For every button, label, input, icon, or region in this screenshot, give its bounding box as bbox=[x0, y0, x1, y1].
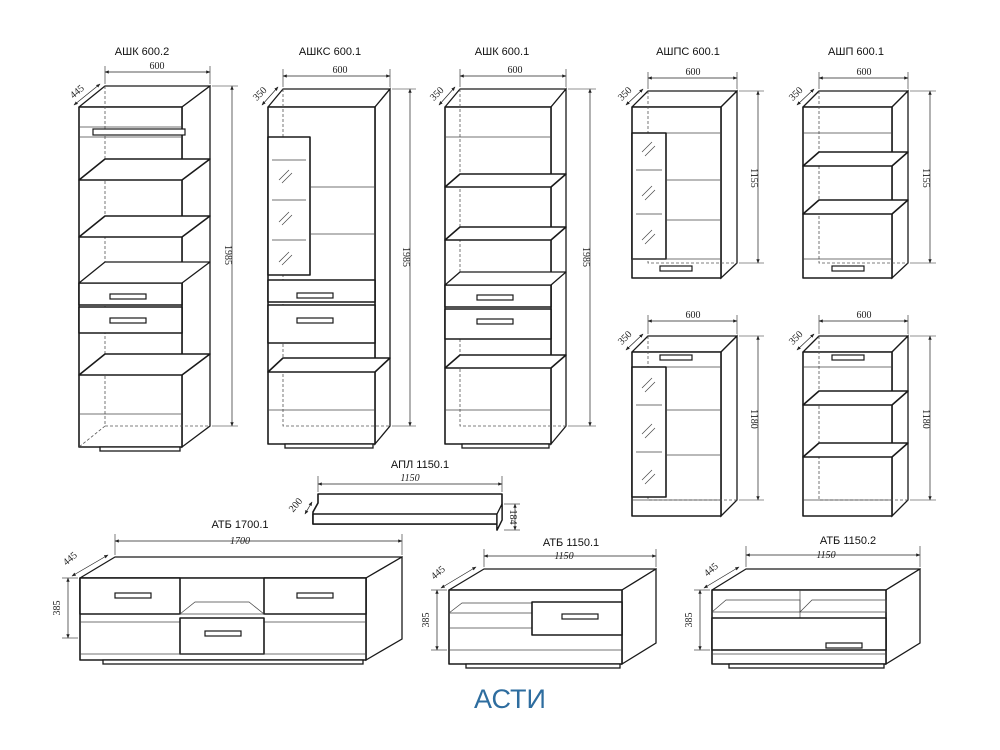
width-dimension: 1150 bbox=[554, 551, 573, 562]
drawer-handle-icon bbox=[296, 592, 334, 599]
module-atb-1700-1: 1700 445 385 АТБ 1700.1 bbox=[52, 519, 403, 665]
drawer-handle-icon bbox=[109, 293, 147, 300]
width-dimension: 600 bbox=[508, 65, 523, 76]
module-ashk-600-1: 600 350 1985 АШК 600.1 bbox=[428, 46, 596, 449]
module-ashp-600-1-low: 600 350 1180 bbox=[787, 310, 936, 518]
drawer-handle-icon bbox=[204, 630, 242, 637]
drawer-handle-icon bbox=[114, 592, 152, 599]
height-dimension: 1155 bbox=[920, 168, 931, 188]
module-ashps-600-1: 600 350 1155 АШПС 600.1 bbox=[616, 46, 764, 280]
width-dimension: 1150 bbox=[816, 550, 835, 561]
module-label: АШПС 600.1 bbox=[656, 46, 720, 58]
height-dimension: 1985 bbox=[400, 247, 411, 267]
depth-dimension: 445 bbox=[429, 564, 448, 582]
width-dimension: 600 bbox=[686, 67, 701, 78]
width-dimension: 1150 bbox=[400, 473, 419, 484]
module-ashps-600-1-low: 600 350 1180 bbox=[616, 310, 764, 518]
height-dimension: 1180 bbox=[920, 409, 931, 429]
depth-dimension: 445 bbox=[702, 561, 721, 579]
width-dimension: 600 bbox=[857, 310, 872, 321]
drawer-handle-icon bbox=[296, 317, 334, 324]
module-label: АТБ 1700.1 bbox=[211, 519, 268, 531]
module-apl-1150-1: 1150 200 184 АПЛ 1150.1 bbox=[287, 459, 520, 531]
collection-title: АСТИ bbox=[474, 684, 546, 714]
module-ashks-600-1: 600 350 1985 АШКС 600.1 bbox=[251, 46, 416, 449]
depth-dimension: 350 bbox=[428, 85, 446, 103]
module-ashp-600-1: 600 350 1155 АШП 600.1 bbox=[787, 46, 936, 280]
module-label: АШП 600.1 bbox=[828, 46, 884, 58]
module-atb-1150-1: 1150 445 385 АТБ 1150.1 bbox=[421, 537, 657, 669]
drawer-handle-icon bbox=[831, 265, 865, 272]
depth-dimension: 350 bbox=[251, 85, 269, 103]
drawer-handle-icon bbox=[296, 292, 334, 299]
module-label: АШКС 600.1 bbox=[299, 46, 361, 58]
depth-dimension: 350 bbox=[616, 85, 634, 103]
width-dimension: 600 bbox=[150, 61, 165, 72]
width-dimension: 600 bbox=[686, 310, 701, 321]
depth-dimension: 445 bbox=[61, 550, 80, 568]
module-label: АШК 600.2 bbox=[115, 46, 169, 58]
height-dimension: 1985 bbox=[580, 247, 591, 267]
height-dimension: 385 bbox=[684, 613, 695, 628]
module-ashk-600-2: 600 445 1985 АШК 600.2 bbox=[68, 46, 238, 452]
depth-dimension: 200 bbox=[287, 496, 305, 515]
drawer-handle-icon bbox=[561, 613, 599, 620]
height-dimension: 1985 bbox=[222, 245, 233, 265]
door-handle-icon bbox=[92, 128, 186, 136]
module-label: АТБ 1150.2 bbox=[820, 535, 876, 547]
module-atb-1150-2: 1150 445 385 АТБ 1150.2 bbox=[684, 535, 921, 669]
drawer-handle-icon bbox=[109, 317, 147, 324]
height-dimension: 1180 bbox=[748, 409, 759, 429]
module-label: АТБ 1150.1 bbox=[543, 537, 599, 549]
height-dimension: 385 bbox=[52, 601, 63, 616]
height-dimension: 1155 bbox=[748, 168, 759, 188]
drawer-handle-icon bbox=[476, 318, 514, 325]
depth-dimension: 445 bbox=[68, 83, 87, 101]
width-dimension: 1700 bbox=[230, 536, 250, 547]
drawer-handle-icon bbox=[831, 354, 865, 361]
drawer-handle-icon bbox=[659, 265, 693, 272]
width-dimension: 600 bbox=[857, 67, 872, 78]
module-label: АШК 600.1 bbox=[475, 46, 529, 58]
drawer-handle-icon bbox=[825, 642, 863, 649]
height-dimension: 184 bbox=[507, 510, 518, 525]
module-label: АПЛ 1150.1 bbox=[391, 459, 449, 471]
drawer-handle-icon bbox=[476, 294, 514, 301]
drawer-handle-icon bbox=[659, 354, 693, 361]
height-dimension: 385 bbox=[421, 613, 432, 628]
depth-dimension: 350 bbox=[787, 85, 805, 103]
width-dimension: 600 bbox=[333, 65, 348, 76]
